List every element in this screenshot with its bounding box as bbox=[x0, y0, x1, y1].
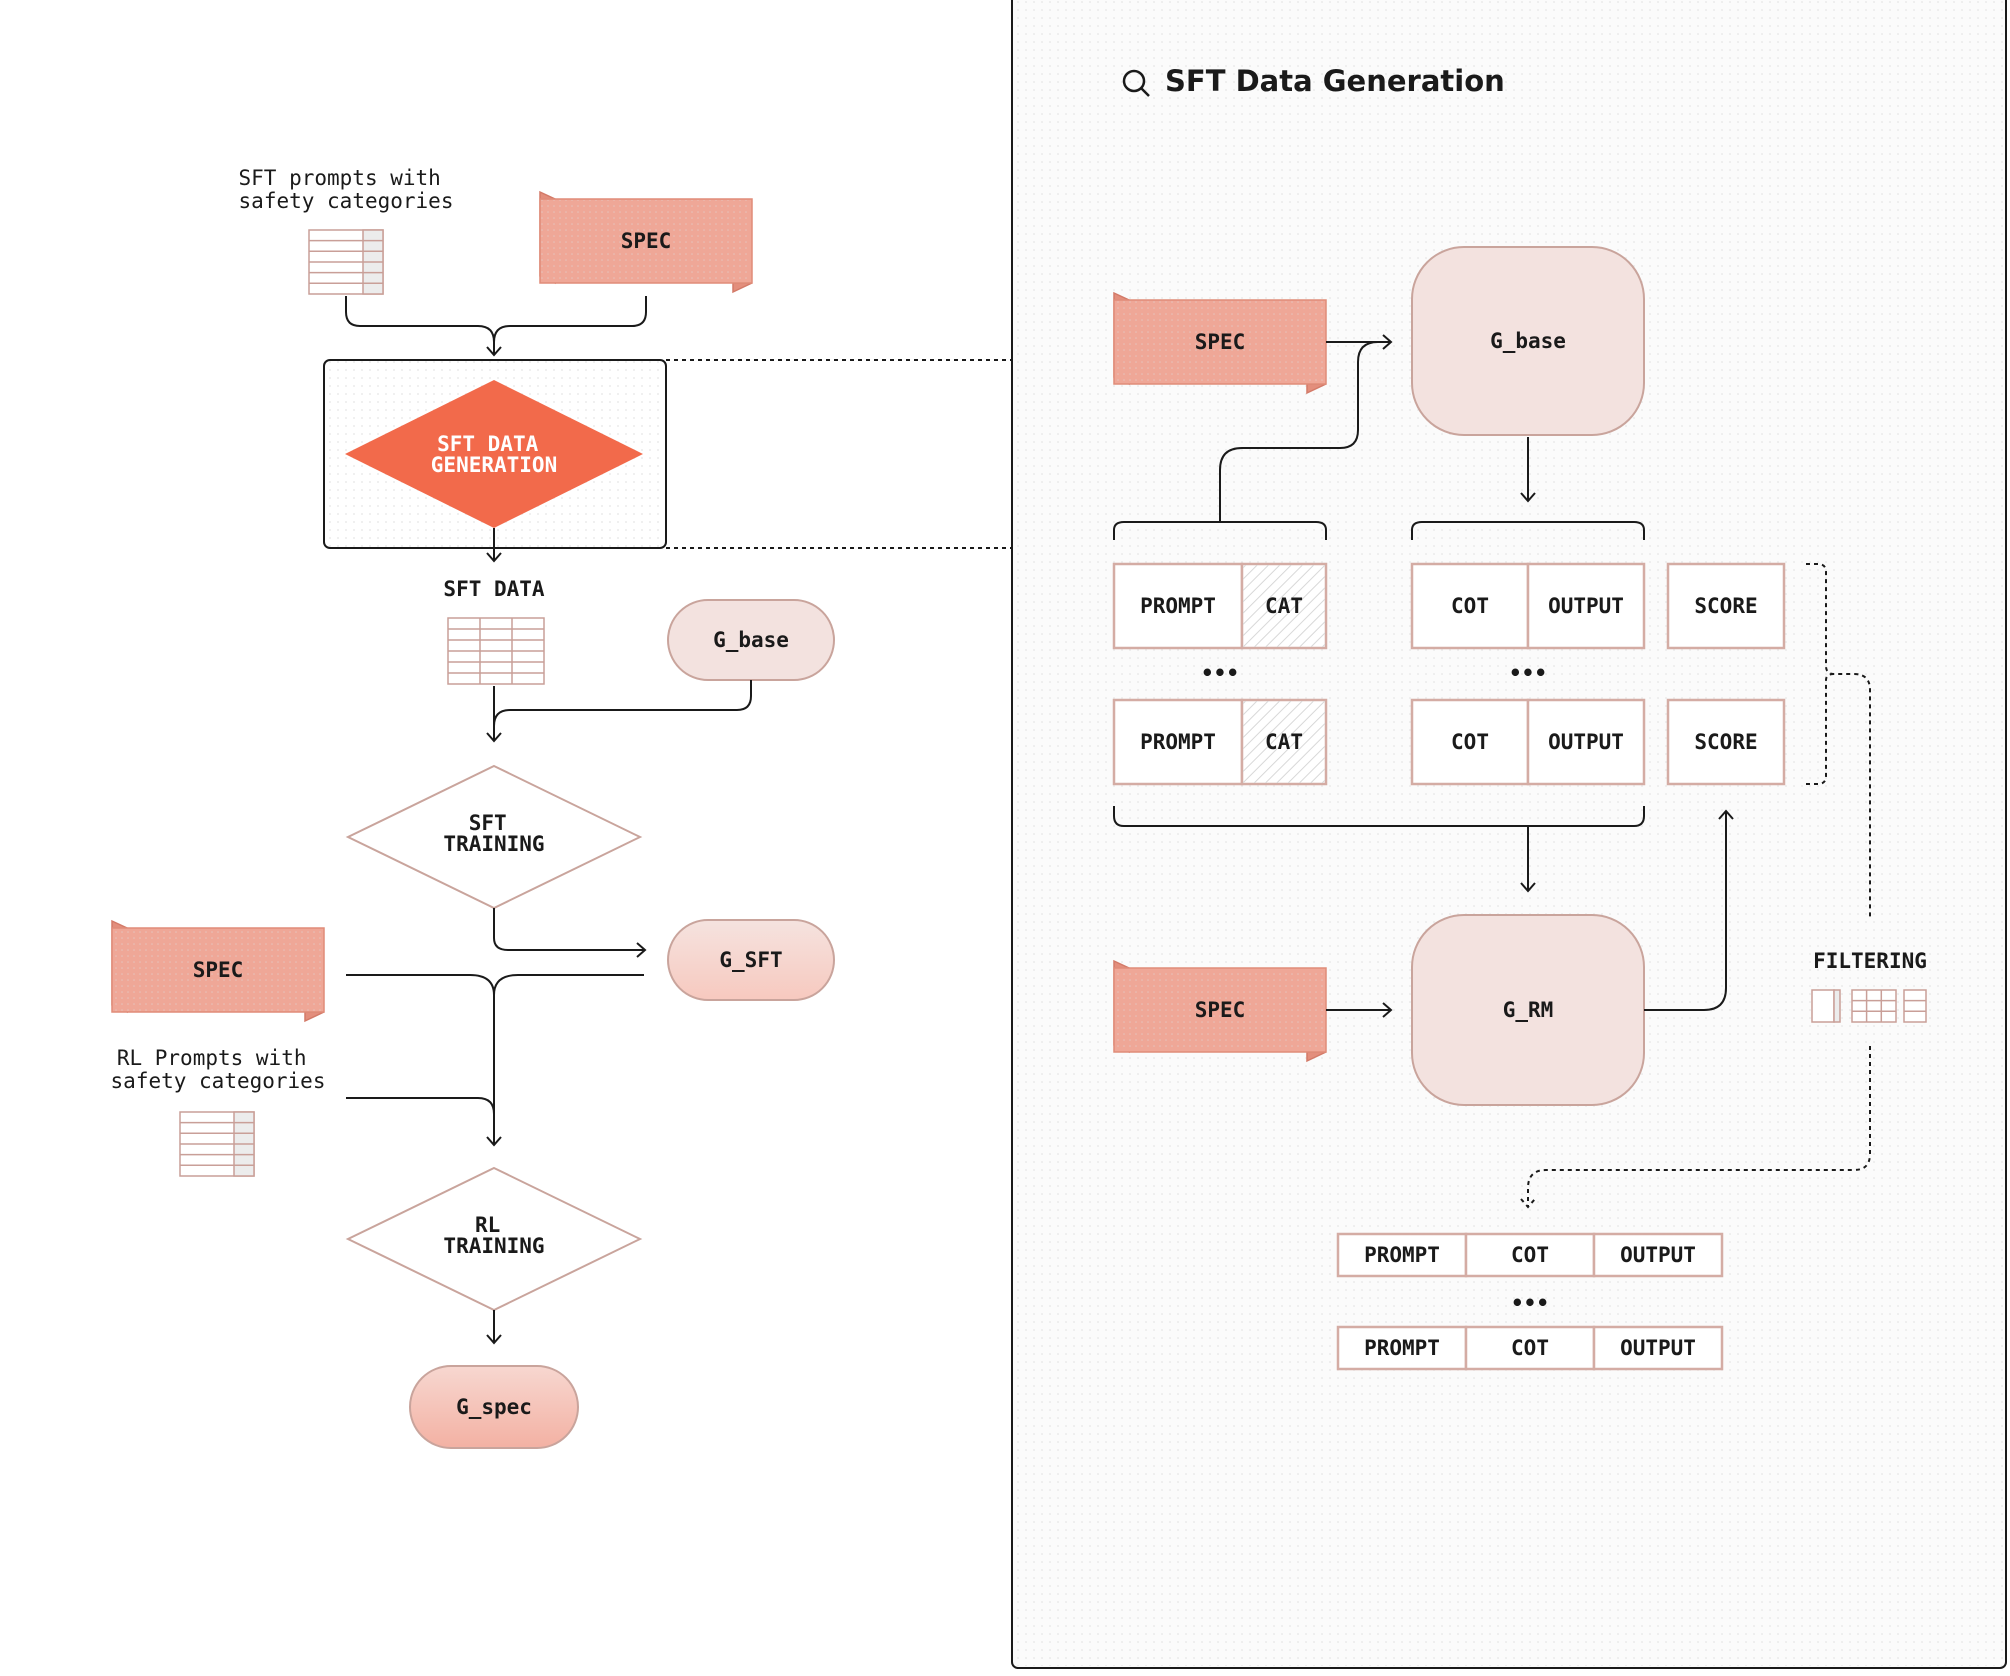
combined-group-brace bbox=[1113, 806, 1645, 827]
score-cell: SCORE bbox=[1666, 698, 1786, 786]
svg-text:PROMPT: PROMPT bbox=[1140, 730, 1216, 754]
table-icon bbox=[308, 229, 384, 295]
sft-prompts-caption: SFT prompts with safety categories bbox=[239, 166, 454, 213]
panel-header: SFT Data Generation bbox=[1122, 64, 1505, 98]
svg-text:SCORE: SCORE bbox=[1694, 730, 1757, 754]
prompt-group-brace bbox=[1113, 521, 1327, 540]
edge-prompts-to-gbase bbox=[1219, 341, 1390, 522]
ellipsis: ••• bbox=[1201, 661, 1239, 685]
svg-text:G_RM: G_RM bbox=[1503, 998, 1554, 1022]
detail-panel bbox=[1011, 0, 2007, 1669]
completion-row: COT OUTPUT bbox=[1410, 562, 1646, 650]
spec-document-mid: SPEC bbox=[111, 919, 325, 1023]
prompt-row: PROMPT CAT bbox=[1112, 562, 1328, 650]
svg-text:PROMPT: PROMPT bbox=[1364, 1243, 1440, 1267]
edge-training-to-gsft bbox=[493, 908, 644, 951]
svg-text:COT: COT bbox=[1451, 730, 1489, 754]
edge-spec-to-rl bbox=[346, 974, 495, 996]
completion-group-brace bbox=[1411, 521, 1645, 540]
svg-text:PROMPT: PROMPT bbox=[1364, 1336, 1440, 1360]
edge-gsft-to-rl bbox=[493, 974, 644, 996]
edge-gbase-to-training bbox=[493, 680, 752, 740]
completion-row: COT OUTPUT bbox=[1410, 698, 1646, 786]
rl-table-icon bbox=[179, 1111, 255, 1177]
svg-text:OUTPUT: OUTPUT bbox=[1620, 1336, 1696, 1360]
g-base-model-left: G_base bbox=[667, 599, 835, 681]
edge-prompts-to-gen bbox=[345, 296, 495, 354]
rl-training-node: RL TRAINING bbox=[345, 1166, 643, 1312]
edge-spec-to-gen bbox=[493, 296, 647, 354]
sft-data-label: SFT DATA bbox=[443, 577, 545, 601]
g-sft-model: G_SFT bbox=[667, 919, 835, 1001]
svg-text:G_base: G_base bbox=[1490, 329, 1566, 353]
spec-document-top: SPEC bbox=[539, 190, 753, 294]
svg-text:SFT TRAINING: SFT TRAINING bbox=[443, 811, 544, 856]
edge-grm-to-score bbox=[1644, 812, 1727, 1011]
sft-training-node: SFT TRAINING bbox=[345, 764, 643, 910]
ellipsis: ••• bbox=[1509, 661, 1547, 685]
svg-text:OUTPUT: OUTPUT bbox=[1620, 1243, 1696, 1267]
filtered-row: PROMPT COT OUTPUT bbox=[1336, 1232, 1724, 1278]
svg-text:CAT: CAT bbox=[1265, 730, 1303, 754]
svg-text:SPEC: SPEC bbox=[621, 229, 672, 253]
search-icon bbox=[1122, 69, 1150, 97]
svg-text:COT: COT bbox=[1511, 1243, 1549, 1267]
svg-text:RL TRAINING: RL TRAINING bbox=[443, 1213, 544, 1258]
prompt-row: PROMPT CAT bbox=[1112, 698, 1328, 786]
svg-text:OUTPUT: OUTPUT bbox=[1548, 730, 1624, 754]
filtering-label: FILTERING bbox=[1813, 949, 1927, 973]
sft-data-generation-box: SFT DATA GENERATION bbox=[323, 359, 667, 549]
svg-text:OUTPUT: OUTPUT bbox=[1548, 594, 1624, 618]
ellipsis: ••• bbox=[1511, 1291, 1549, 1315]
edge-rlprompts-to-rl bbox=[346, 1097, 495, 1115]
score-filter-brace bbox=[1806, 563, 1871, 920]
panel-title: SFT Data Generation bbox=[1165, 64, 1505, 98]
svg-text:G_spec: G_spec bbox=[456, 1395, 532, 1419]
filtering-table-icon bbox=[1811, 989, 1927, 1023]
spec-document-panel-top: SPEC bbox=[1113, 291, 1327, 395]
svg-text:COT: COT bbox=[1451, 594, 1489, 618]
svg-text:PROMPT: PROMPT bbox=[1140, 594, 1216, 618]
svg-text:SPEC: SPEC bbox=[193, 958, 244, 982]
spec-document-panel-bottom: SPEC bbox=[1113, 959, 1327, 1063]
svg-text:SCORE: SCORE bbox=[1694, 594, 1757, 618]
g-rm-model: G_RM bbox=[1411, 914, 1645, 1106]
edge-filter-to-output bbox=[1527, 1046, 1871, 1206]
g-spec-model: G_spec bbox=[409, 1365, 579, 1449]
svg-text:SPEC: SPEC bbox=[1195, 998, 1246, 1022]
arrowhead bbox=[486, 346, 502, 357]
svg-text:SPEC: SPEC bbox=[1195, 330, 1246, 354]
rl-prompts-caption: RL Prompts with safety categories bbox=[111, 1046, 326, 1093]
svg-text:G_SFT: G_SFT bbox=[719, 948, 782, 972]
sft-data-table-icon bbox=[447, 617, 545, 685]
svg-text:CAT: CAT bbox=[1265, 594, 1303, 618]
svg-text:G_base: G_base bbox=[713, 628, 789, 652]
filtered-row: PROMPT COT OUTPUT bbox=[1336, 1325, 1724, 1371]
score-cell: SCORE bbox=[1666, 562, 1786, 650]
g-base-model-panel: G_base bbox=[1411, 246, 1645, 436]
svg-text:COT: COT bbox=[1511, 1336, 1549, 1360]
sft-data-generation-label: SFT DATA GENERATION bbox=[431, 432, 557, 477]
